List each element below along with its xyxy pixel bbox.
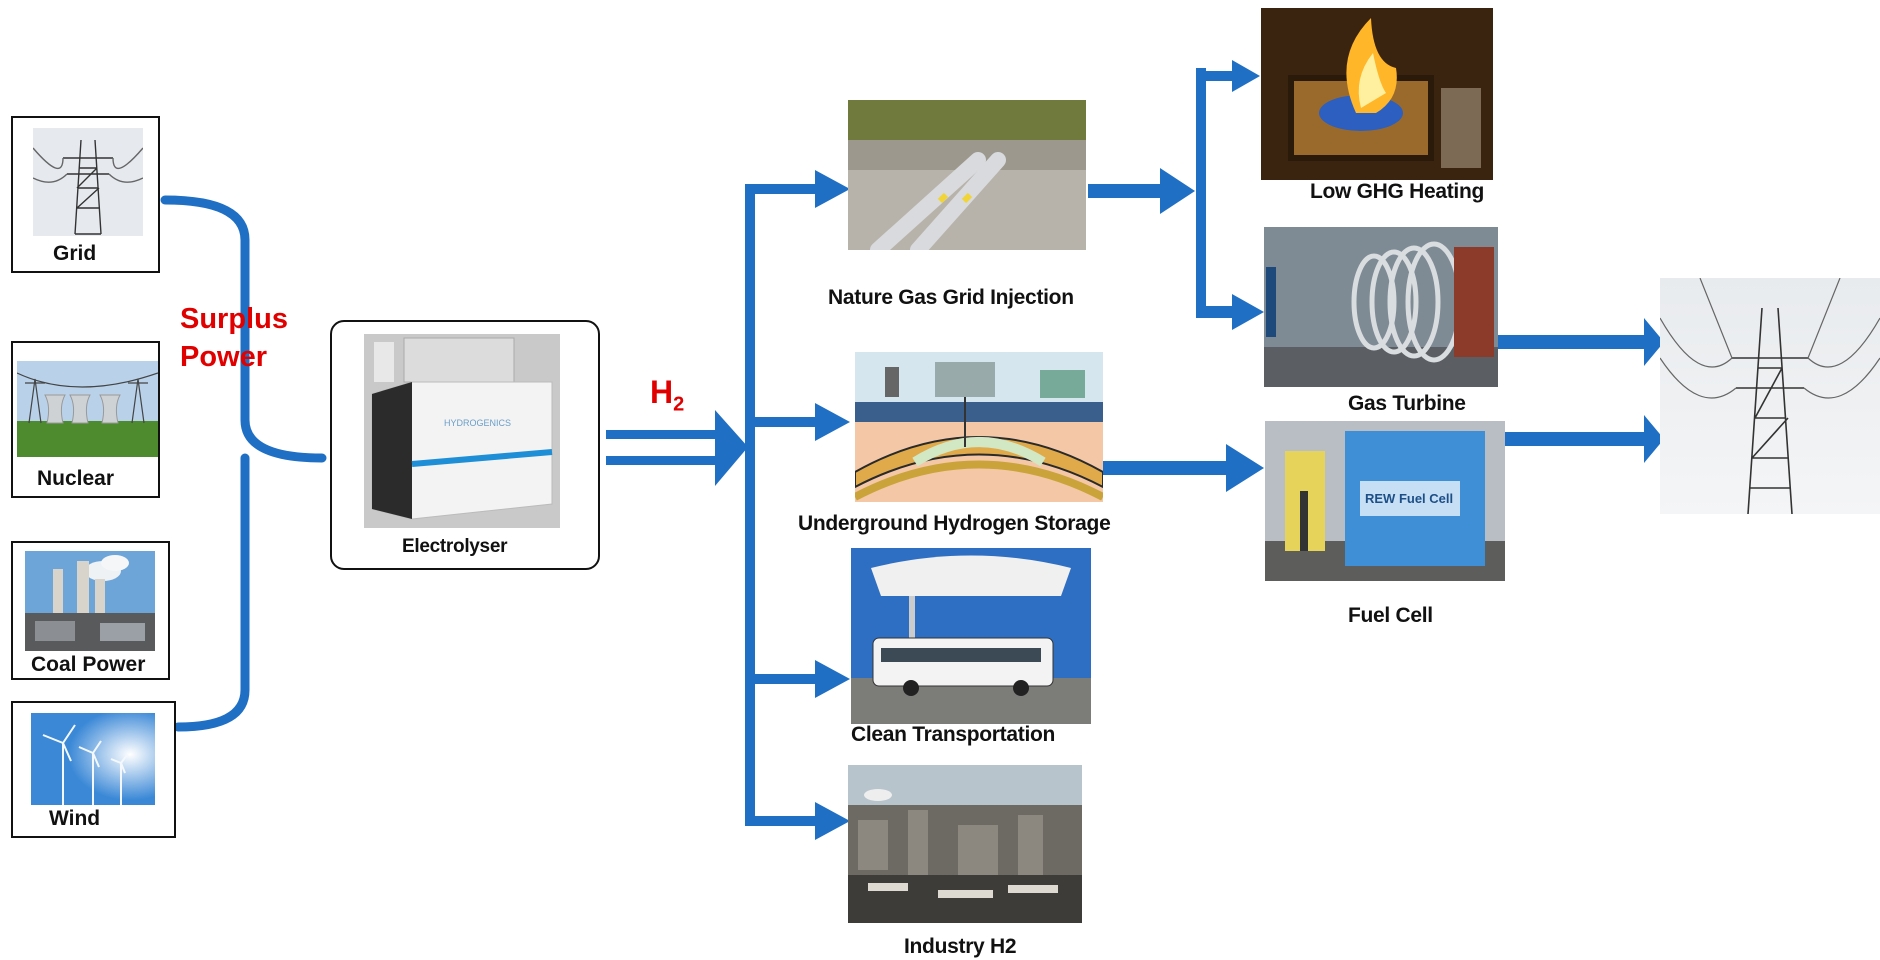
coal-plant-icon: [25, 551, 155, 651]
fuel-cell-icon: REW Fuel Cell: [1265, 421, 1505, 581]
gas-turbine-icon: [1264, 227, 1498, 387]
nuclear-label: Nuclear: [37, 467, 115, 490]
turbine-label: Gas Turbine: [1348, 392, 1466, 415]
coal-power-label: Coal Power: [31, 653, 146, 676]
h2-label: H2: [650, 374, 685, 416]
distribution-bus: [745, 188, 755, 826]
refinery-icon: [848, 765, 1082, 923]
transmission-tower-icon: [33, 128, 143, 236]
storage-label: Underground Hydrogen Storage: [798, 512, 1111, 535]
transport-label: Clean Transportation: [851, 723, 1056, 746]
gas-pipeline-icon: [848, 100, 1086, 250]
fuel-cell-label: Fuel Cell: [1348, 604, 1433, 627]
source-nuclear: Nuclear: [11, 341, 160, 498]
source-grid: Grid: [11, 116, 160, 273]
industry-label: Industry H2: [904, 935, 1017, 958]
wind-turbine-icon: [31, 713, 155, 805]
grid-label: Grid: [53, 242, 97, 265]
grid-injection-label: Nature Gas Grid Injection: [828, 286, 1074, 309]
electrolyser-box: HYDROGENICS Electrolyser: [330, 320, 600, 570]
hydrogen-bus-icon: [851, 548, 1091, 724]
power-grid-icon: [1660, 278, 1880, 514]
electrolyser-label: Electrolyser: [402, 536, 508, 557]
surplus-power-label: Surplus Power: [180, 303, 288, 373]
h2-output-arrow: [606, 410, 748, 486]
use-arrows: [745, 170, 850, 840]
svg-text:HYDROGENICS: HYDROGENICS: [444, 418, 511, 428]
electrolyser-unit-icon: HYDROGENICS: [364, 334, 560, 528]
source-coal: Coal Power: [11, 541, 170, 680]
heating-label: Low GHG Heating: [1310, 180, 1485, 203]
gas-flame-icon: [1261, 8, 1493, 180]
brace-connector: [160, 195, 327, 732]
nuclear-plant-icon: [17, 361, 158, 457]
wind-label: Wind: [49, 807, 101, 830]
underground-storage-icon: [855, 352, 1103, 502]
source-wind: Wind: [11, 701, 176, 838]
reconversion-arrows: [1088, 60, 1664, 492]
svg-text:REW Fuel Cell: REW Fuel Cell: [1365, 491, 1453, 506]
